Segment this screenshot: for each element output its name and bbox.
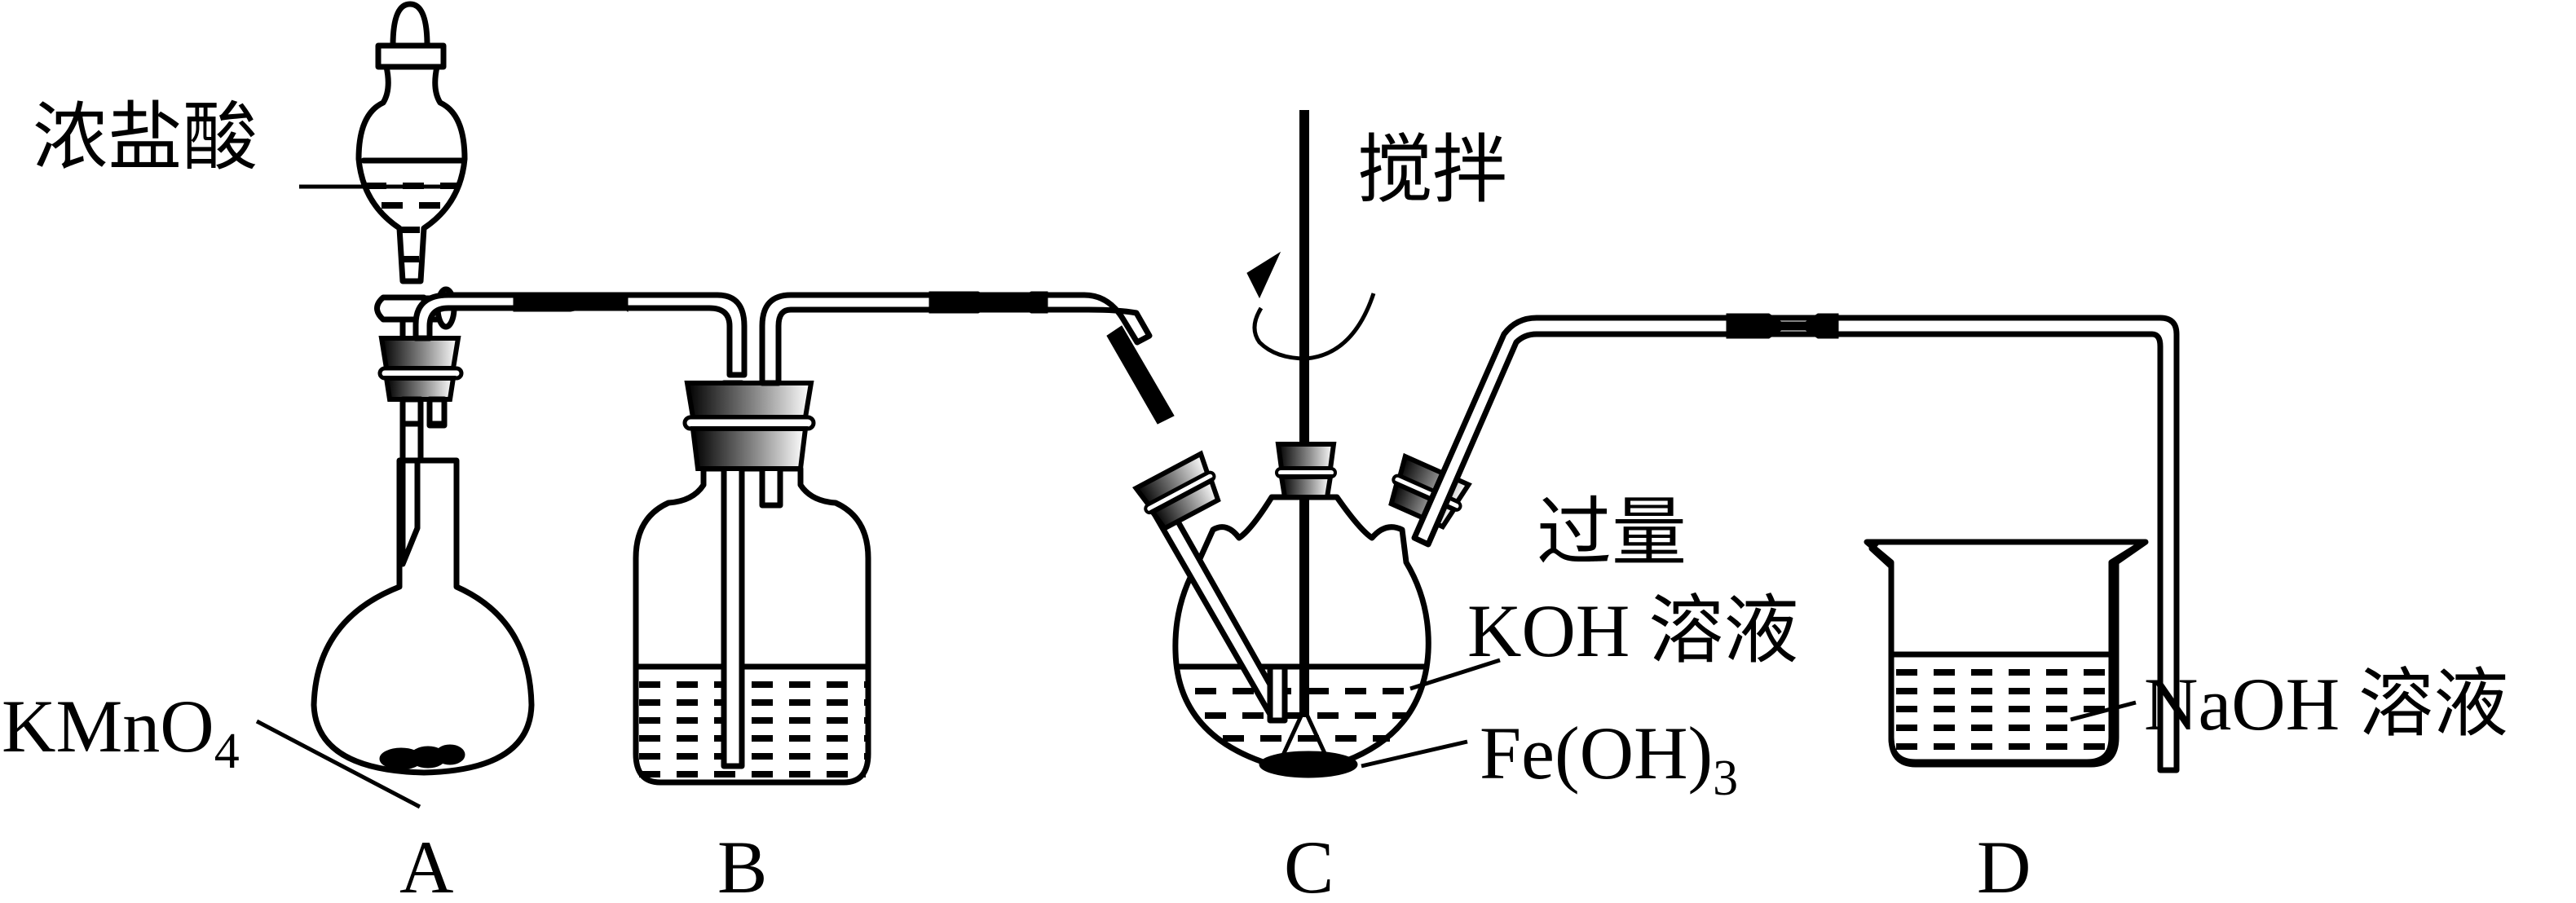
label-conc-hcl: 浓盐酸 <box>33 94 258 181</box>
tube-a-to-b <box>412 292 748 378</box>
fe-oh-3-precipitate <box>1259 751 1358 778</box>
label-stir: 搅拌 <box>1357 126 1507 214</box>
leader-line-kmno4 <box>255 719 421 809</box>
leader-line-fe-oh-3 <box>1361 739 1468 769</box>
label-apparatus-d: D <box>1977 826 2031 903</box>
beaker-d <box>1864 539 2149 768</box>
label-naoh-solution: NaOH 溶液 <box>2144 663 2508 746</box>
stopper-c-center <box>1275 442 1337 500</box>
liquid-b <box>639 681 866 777</box>
label-koh-solution: KOH 溶液 <box>1467 589 1798 672</box>
tube-b-to-c <box>759 291 1175 425</box>
bottle-b <box>633 380 871 786</box>
leader-line-naoh <box>2070 700 2137 722</box>
label-kmno4: KMnO4 <box>2 685 240 779</box>
stopper-a <box>377 336 464 427</box>
label-apparatus-a: A <box>399 826 453 903</box>
label-fe-oh-3: Fe(OH)3 <box>1480 711 1738 806</box>
liquid-c <box>1195 688 1414 742</box>
label-excess: 过量 <box>1537 489 1687 576</box>
leader-line-koh <box>1409 658 1501 691</box>
label-apparatus-c: C <box>1284 826 1334 903</box>
label-apparatus-b: B <box>717 826 767 903</box>
rotation-arrow-icon <box>1246 251 1376 361</box>
three-neck-flask-c <box>1132 110 2180 778</box>
stopper-c-left <box>1132 450 1221 532</box>
